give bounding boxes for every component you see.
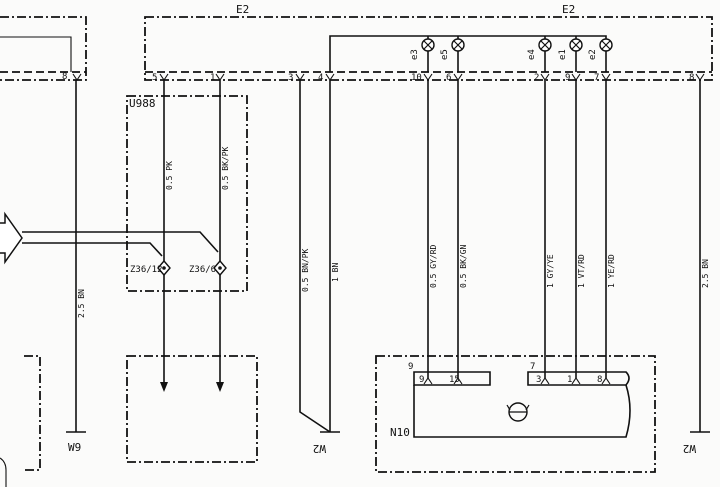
n10-outline (375, 355, 656, 473)
lamp-label-e1: e1 (558, 49, 568, 60)
e2-label-right: E2 (562, 3, 575, 16)
lamp-e1-icon (569, 38, 583, 52)
e2-bus-drops (427, 36, 577, 47)
wire-label-bn-pk: 0.5 BN/PK (301, 248, 310, 292)
n10-pin-8: 8 (597, 375, 602, 385)
ground-w2-mid-label: W2 (313, 442, 326, 455)
pin-e2-6: 6 (446, 73, 451, 83)
pin-e2-8: 8 (689, 73, 694, 83)
lamp-label-e3: e3 (410, 49, 420, 60)
wire-0-5-bn-pk (299, 80, 331, 433)
lamp-e3-icon (421, 38, 435, 52)
n10-connector-right (527, 371, 630, 386)
lamp-e4-icon (538, 38, 552, 52)
wire-label-vt-rd: 1 VT/RD (577, 254, 586, 288)
n10-connector-left (413, 371, 491, 386)
u988-label: U988 (129, 97, 156, 110)
n10-pin-3: 3 (536, 375, 541, 385)
splice-z36-12-label: Z36/12 (130, 265, 163, 275)
n10-pin-15: 15 (449, 375, 460, 385)
pin-left-8: 8 (62, 72, 67, 82)
lamp-label-e2: e2 (588, 49, 598, 60)
n10-connector-7: 7 (530, 362, 535, 372)
input-arrow-icon (0, 211, 23, 265)
wire-label-bk-gn: 0.5 BK/GN (459, 244, 468, 288)
u988-outline (126, 95, 248, 292)
wire-label-right: 2.5 BN (701, 259, 710, 288)
wire-label-gy-ye: 1 GY/YE (546, 254, 555, 288)
left-component-internal-line (0, 36, 72, 72)
pin-e2-9: 9 (565, 73, 570, 83)
input-line-upper (22, 231, 219, 253)
lamp-e5-icon (451, 38, 465, 52)
splice-z36-12-icon (157, 259, 171, 277)
wire-label-left: 2.5 BN (77, 289, 86, 318)
wire-label-bk-pk: 0.5 BK/PK (221, 146, 230, 190)
e2-lamp-returns (427, 51, 607, 72)
e2-label-left: E2 (236, 3, 249, 16)
n10-label: N10 (390, 426, 410, 439)
ground-w9-label: W9 (68, 441, 81, 454)
n10-connector-9: 9 (408, 362, 413, 372)
n10-body (413, 384, 631, 438)
splice-z36-6-icon (213, 259, 227, 277)
pin-e2-10: 10 (411, 73, 422, 83)
pin-e2-3: 3 (288, 73, 293, 83)
n10-pin-1: 1 (567, 375, 572, 385)
lamp-label-e5: e5 (440, 49, 450, 60)
n10-control-symbol-icon (506, 402, 530, 422)
lamp-e2-icon (599, 38, 613, 52)
wire-label-pk: 0.5 PK (165, 161, 174, 190)
pin-e2-2: 2 (534, 73, 539, 83)
wire-label-gy-rd: 0.5 GY/RD (429, 244, 438, 288)
lower-middle-component-outline (126, 355, 258, 463)
pin-e2-4: 4 (318, 73, 323, 83)
ground-w2-right-label: W2 (683, 442, 696, 455)
e2-outline (144, 16, 713, 81)
lamp-label-e4: e4 (527, 49, 537, 60)
left-edge-curve (0, 457, 7, 487)
n10-pin-9: 9 (419, 375, 424, 385)
splice-z36-6-label: Z36/6 (189, 265, 216, 275)
pin-left-8-arrow (72, 73, 82, 81)
pin-e2-5: 5 (152, 73, 157, 83)
input-line-lower (22, 242, 163, 257)
pin-e2-7: 7 (594, 73, 599, 83)
left-lower-component-outline (24, 355, 41, 471)
wire-down-arrows (160, 382, 224, 392)
wire-label-ye-rd: 1 YE/RD (607, 254, 616, 288)
left-component-outline (0, 16, 87, 81)
pin-e2-1: 1 (210, 73, 215, 83)
wire-label-bn1: 1 BN (331, 263, 340, 282)
